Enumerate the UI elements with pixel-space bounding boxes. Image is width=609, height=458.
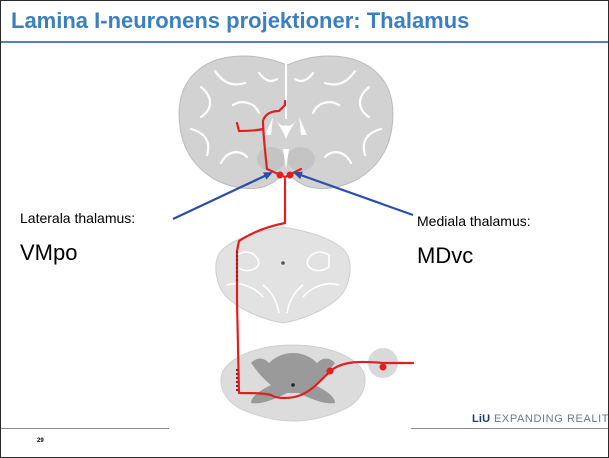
- logo-brand: LiU: [472, 413, 490, 425]
- lateral-thalamus-nucleus: VMpo: [20, 240, 77, 266]
- slide-number: 29: [37, 438, 44, 444]
- footer-divider-left: [1, 428, 169, 429]
- medial-thalamus-nucleus: MDvc: [417, 243, 473, 269]
- liu-logo: LiU EXPANDING REALITY: [472, 413, 609, 425]
- brain-section-icon: [179, 56, 393, 189]
- footer-divider-right: [411, 428, 608, 429]
- medial-thalamus-caption: Mediala thalamus:: [417, 213, 531, 229]
- logo-tagline: EXPANDING REALITY: [494, 413, 609, 425]
- lateral-thalamus-caption: Laterala thalamus:: [20, 210, 135, 226]
- spinal-cord-section-icon: [221, 345, 398, 421]
